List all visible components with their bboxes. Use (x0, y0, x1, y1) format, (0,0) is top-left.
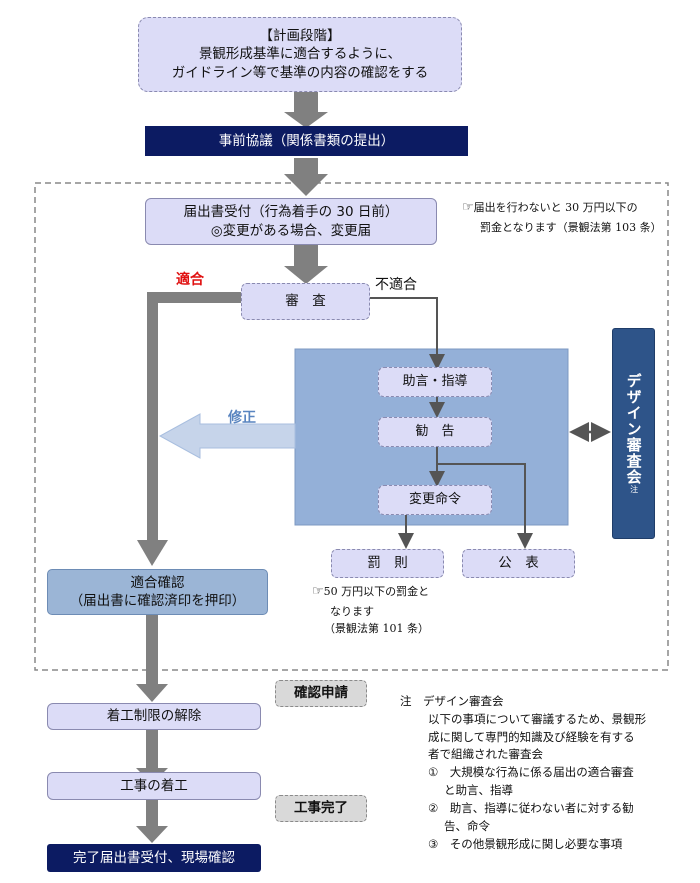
review-label: 審 査 (285, 293, 326, 310)
footnote-item1b: と助言、指導 (444, 783, 513, 798)
conformity-check-box: 適合確認 （届出書に確認済印を押印） (47, 569, 268, 615)
footnote-item1a: ① 大規模な行為に係る届出の適合審査 (428, 765, 634, 780)
guidance-box: 助言・指導 (378, 367, 492, 397)
recommendation-label: 勧 告 (415, 424, 455, 440)
publication-box: 公 表 (462, 549, 575, 578)
penalty-note-1: ☞届出を行わないと 30 万円以下の 罰金となります（景観法第 103 条） (462, 198, 662, 236)
change-order-box: 変更命令 (378, 485, 492, 515)
footnote-marker: 注 (400, 694, 412, 708)
footnote-body2: 成に関して専門的知識及び経験を有する (428, 729, 635, 744)
confirmation-request-box: 確認申請 (275, 680, 367, 707)
penalty-note-2-line3: （景観法第 101 条） (324, 622, 429, 636)
penalty-note-1-line1: 届出を行わないと 30 万円以下の (473, 201, 638, 214)
revise-label: 修正 (228, 410, 256, 426)
publication-label: 公 表 (498, 555, 539, 572)
footnote: 注 デザイン審査会 以下の事項について審議するため、景観形 成に関して専門的知識… (400, 693, 646, 853)
penalty-label: 罰 則 (367, 555, 408, 572)
completion-label: 完了届出書受付、現場確認 (73, 849, 235, 866)
review-box: 審 査 (241, 283, 370, 320)
conform-arrow (137, 292, 243, 566)
prior-consultation-label: 事前協議（関係書類の提出） (218, 132, 395, 149)
footnote-body1: 以下の事項について審議するため、景観形 (428, 711, 647, 726)
conform-label: 適合 (176, 272, 204, 288)
pointing-hand-icon: ☞ (312, 584, 324, 599)
design-council-box: デザイン審査会注 (612, 328, 655, 539)
penalty-box: 罰 則 (331, 549, 444, 578)
penalty-note-2-line1: 50 万円以下の罰金と (323, 585, 430, 598)
nonconform-label: 不適合 (375, 277, 417, 293)
pointing-hand-icon: ☞ (462, 200, 474, 215)
planning-heading: 【計画段階】 (259, 28, 341, 45)
guidance-label: 助言・指導 (402, 374, 468, 390)
conformity-check-line1: 適合確認 (130, 574, 185, 591)
conformity-check-line2: （届出書に確認済印を押印） (69, 593, 246, 609)
revise-arrow (158, 413, 296, 459)
completion-box: 完了届出書受付、現場確認 (47, 844, 261, 872)
design-council-suffix: 注 (629, 485, 639, 494)
footnote-item2b: 告、命令 (444, 818, 490, 833)
planning-line2: ガイドライン等で基準の内容の確認をする (171, 64, 429, 81)
construction-start-label: 工事の着工 (120, 777, 188, 794)
construction-done-box: 工事完了 (275, 795, 367, 822)
construction-done-label: 工事完了 (294, 800, 348, 817)
footnote-body3: 者で組織された審査会 (428, 747, 543, 762)
planning-stage-box: 【計画段階】 景観形成基準に適合するように、 ガイドライン等で基準の内容の確認を… (138, 17, 462, 92)
notification-line2: ◎変更がある場合、変更届 (210, 222, 372, 239)
notification-line1: 届出書受付（行為着手の 30 日前） (183, 204, 399, 221)
release-box: 着工制限の解除 (47, 703, 261, 730)
penalty-note-2: ☞50 万円以下の罰金と なります （景観法第 101 条） (312, 582, 429, 638)
confirmation-request-label: 確認申請 (294, 685, 348, 702)
footnote-item2a: ② 助言、指導に従わない者に対する勧 (428, 800, 634, 815)
main-flow-arrows (284, 92, 328, 284)
construction-start-box: 工事の着工 (47, 772, 261, 800)
penalty-note-2-line2: なります (330, 604, 374, 618)
recommendation-to-publication (437, 463, 533, 549)
prior-consultation-box: 事前協議（関係書類の提出） (145, 126, 468, 156)
footnote-item3: ③ その他景観形成に関し必要な事項 (428, 836, 623, 851)
planning-line1: 景観形成基準に適合するように、 (198, 46, 402, 63)
design-council-title: デザイン審査会 (624, 373, 643, 485)
recommendation-box: 勧 告 (378, 417, 492, 447)
penalty-note-1-line2: 罰金となります（景観法第 103 条） (480, 220, 662, 234)
footnote-title: デザイン審査会 (423, 694, 504, 708)
release-label: 着工制限の解除 (106, 708, 202, 725)
change-order-label: 変更命令 (408, 492, 461, 508)
notification-box: 届出書受付（行為着手の 30 日前） ◎変更がある場合、変更届 (145, 198, 437, 245)
nonconform-line (370, 297, 445, 370)
